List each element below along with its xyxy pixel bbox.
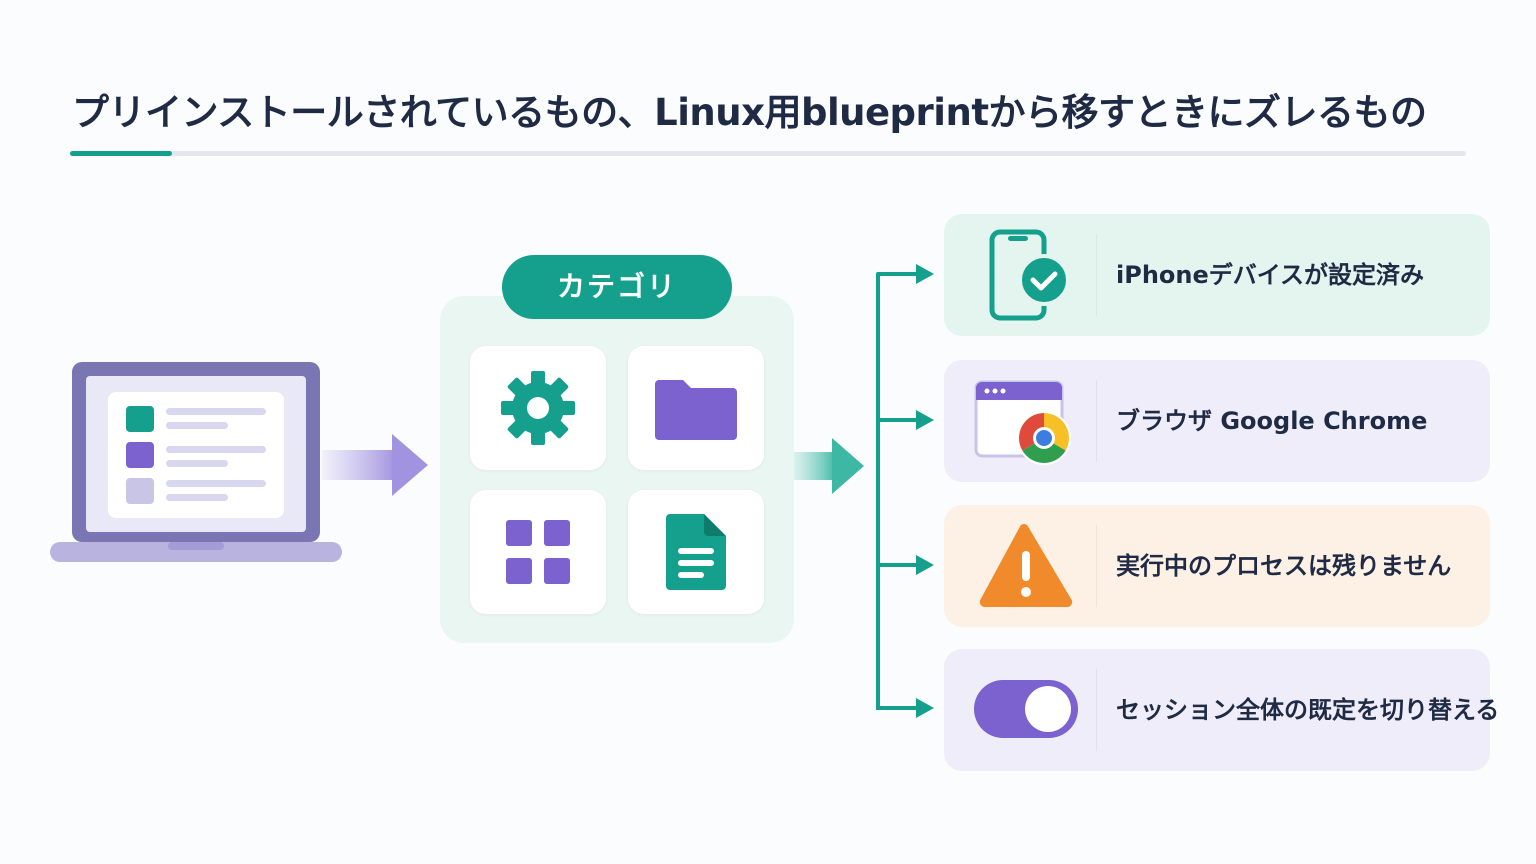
branch-connector [870, 260, 940, 728]
toggle-icon [974, 680, 1078, 738]
card-session-defaults: セッション全体の既定を切り替える [944, 649, 1499, 771]
folder-icon [655, 380, 737, 440]
chrome-browser-icon [974, 380, 1071, 465]
card-chrome: ブラウザ Google Chrome [944, 360, 1490, 482]
card-iphone: iPhoneデバイスが設定済み [944, 214, 1490, 336]
grid-icon [506, 520, 570, 584]
card-divider [1096, 525, 1097, 607]
document-icon [666, 514, 726, 590]
arrow-to-category [322, 432, 432, 502]
card-label: 実行中のプロセスは残りません [1116, 552, 1452, 580]
arrow-to-branches [794, 436, 868, 500]
category-tile-document [628, 490, 764, 614]
category-tile-apps [470, 490, 606, 614]
gear-icon [501, 371, 575, 445]
card-label: ブラウザ Google Chrome [1116, 407, 1428, 435]
category-pill: カテゴリ [502, 255, 732, 319]
phone-check-icon [989, 229, 1070, 321]
category-tile-settings [470, 346, 606, 470]
card-divider [1096, 380, 1097, 462]
warning-icon [979, 524, 1073, 607]
card-divider [1096, 234, 1097, 316]
title-accent [70, 151, 172, 156]
card-processes: 実行中のプロセスは残りません [944, 505, 1490, 627]
title-rule [70, 151, 1466, 156]
card-label: iPhoneデバイスが設定済み [1116, 261, 1425, 289]
card-label: セッション全体の既定を切り替える [1116, 696, 1500, 724]
laptop-icon [50, 360, 342, 566]
category-tile-folder [628, 346, 764, 470]
card-divider [1096, 669, 1097, 751]
page-title: プリインストールされているもの、Linux用blueprintから移すときにズレ… [72, 91, 1427, 134]
